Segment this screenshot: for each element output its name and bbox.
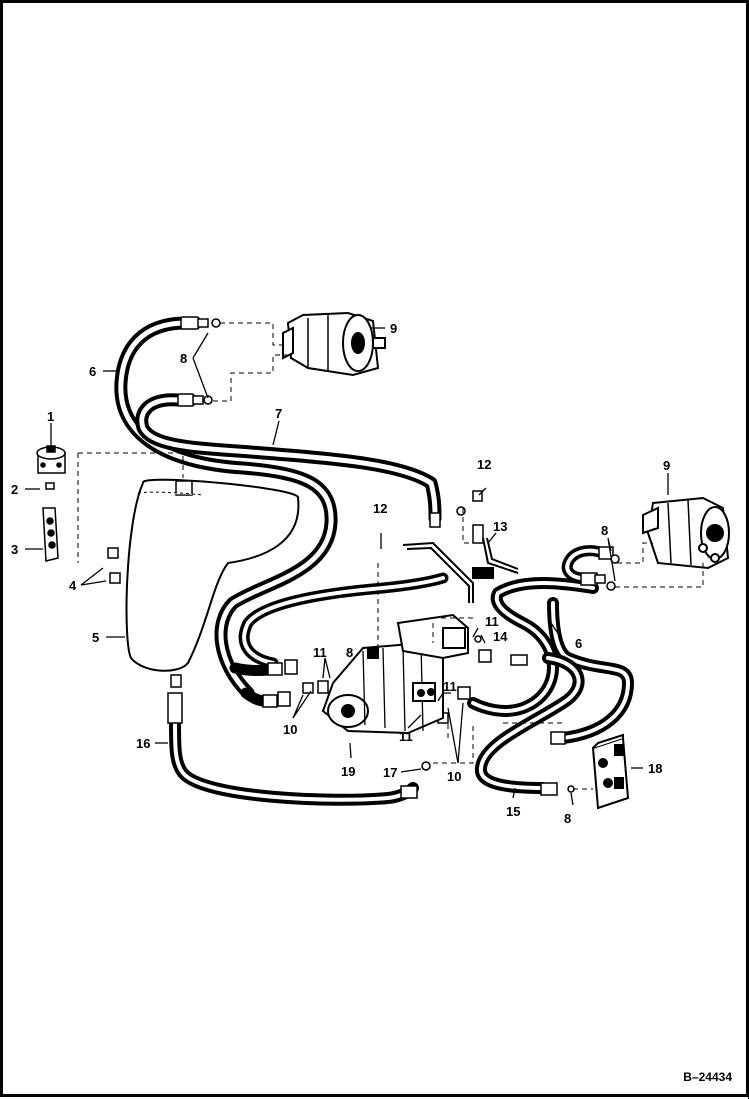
callout-18: 18: [648, 761, 662, 776]
callout-6-right: 6: [575, 636, 582, 651]
callout-11-a: 11: [485, 614, 499, 629]
callout-8-pump: 8: [346, 645, 353, 660]
hose-6-upper-core: [118, 320, 334, 696]
callout-numbers: 1 2 3 4 5 6 7 8 9 9 8 12 12 13 6 11 14 1…: [11, 321, 670, 826]
control-valve: [591, 733, 630, 810]
callout-8-top: 8: [180, 351, 187, 366]
callout-13: 13: [493, 519, 507, 534]
hose-pump-left: [240, 687, 271, 707]
callout-11-b: 11: [313, 645, 327, 660]
hydraulic-tank: [125, 478, 300, 672]
callout-15: 15: [506, 804, 520, 819]
drive-motor-top: [282, 311, 386, 377]
callout-6-top: 6: [89, 364, 96, 379]
callout-12-top: 12: [477, 457, 491, 472]
callout-10-left: 10: [283, 722, 297, 737]
callout-10-right: 10: [447, 769, 461, 784]
callout-17: 17: [383, 765, 397, 780]
strainer: [42, 507, 59, 562]
callout-1: 1: [47, 409, 54, 424]
hydrostatic-pump: [321, 613, 469, 735]
hydraulic-parts-diagram: 1 2 3 4 5 6 7 8 9 9 8 12 12 13 6 11 14 1…: [11, 311, 730, 826]
callout-4: 4: [69, 578, 77, 593]
callout-19: 19: [341, 764, 355, 779]
callout-11-c: 11: [443, 679, 457, 694]
callout-7: 7: [275, 406, 282, 421]
breather-cap: [36, 445, 66, 474]
hoses: [114, 316, 634, 806]
dashed-leaders: [77, 322, 704, 790]
callout-8-bottom: 8: [564, 811, 571, 826]
callout-16: 16: [136, 736, 150, 751]
callout-9-top: 9: [390, 321, 397, 336]
callout-5: 5: [92, 630, 99, 645]
callout-8-right: 8: [601, 523, 608, 538]
callout-9-right: 9: [663, 458, 670, 473]
callout-2: 2: [11, 482, 18, 497]
hose-pump-left-2: [229, 662, 274, 677]
callout-14: 14: [493, 629, 508, 644]
drive-motor-right: [642, 496, 730, 570]
callout-3: 3: [11, 542, 18, 557]
tube-assembly: [402, 537, 519, 603]
callout-11-d: 11: [399, 729, 413, 744]
callout-leaders: [25, 327, 669, 806]
figure-id: B–24434: [683, 1070, 732, 1084]
callout-12-left: 12: [373, 501, 387, 516]
